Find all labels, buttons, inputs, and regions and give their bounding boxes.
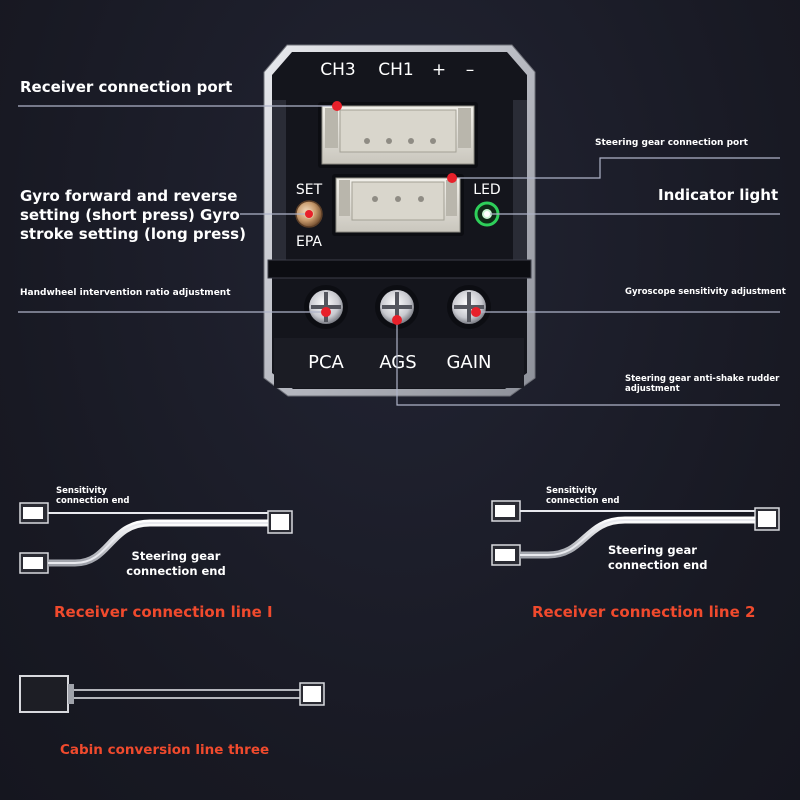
line1-title: Receiver connection line I [54, 603, 273, 621]
ch1-label: CH1 [378, 60, 413, 80]
callout-dots [305, 101, 490, 325]
epa-label: EPA [296, 234, 322, 250]
leader-lines [18, 105, 780, 406]
ags-knob [375, 285, 419, 329]
line2-sensitivity-label: Sensitivity connection end [546, 486, 620, 506]
ags-dot [392, 315, 402, 325]
gyro-module: CH3 CH1 + – SET EPA LED PCA AGS GAIN [263, 44, 536, 397]
gain-knob [447, 285, 491, 329]
led-label: LED [473, 182, 500, 198]
line2-title: Receiver connection line 2 [532, 603, 756, 621]
line1-sensitivity-label: Sensitivity connection end [56, 486, 130, 506]
indicator-callout: Indicator light [658, 186, 779, 204]
cable-line-2 [491, 500, 780, 566]
steering-port-connector [332, 174, 464, 236]
anti-shake-callout: Steering gear anti-shake rudder adjustme… [625, 374, 780, 394]
set-label: SET [296, 182, 323, 198]
gyro-sensitivity-callout: Gyroscope sensitivity adjustment [625, 287, 786, 297]
line1-steering-label: Steering gear connection end [126, 549, 226, 578]
cable-line-1 [19, 502, 293, 574]
handwheel-callout: Handwheel intervention ratio adjustment [20, 288, 231, 298]
plus-label: + [432, 60, 446, 80]
gain-dot [471, 307, 481, 317]
cable-line-3 [19, 675, 325, 713]
receiver-port-callout: Receiver connection port [20, 78, 233, 96]
line2-steering-label: Steering gear connection end [608, 543, 708, 572]
steering-port-dot [447, 173, 457, 183]
pca-dot [321, 307, 331, 317]
set-button-dot [305, 210, 313, 218]
anti-shake-leader [396, 320, 780, 406]
gain-label: GAIN [446, 352, 491, 373]
minus-label: – [466, 60, 475, 80]
receiver-port-connector [318, 102, 478, 168]
gyro-setting-callout: Gyro forward and reverse setting (short … [20, 187, 246, 243]
ags-label: AGS [379, 352, 416, 373]
receiver-port-dot [332, 101, 342, 111]
led-dot [484, 211, 490, 217]
line3-title: Cabin conversion line three [60, 742, 270, 758]
steering-port-callout: Steering gear connection port [595, 138, 748, 148]
pca-label: PCA [308, 352, 344, 373]
steering-port-leader [452, 157, 780, 179]
ch3-label: CH3 [320, 60, 355, 80]
